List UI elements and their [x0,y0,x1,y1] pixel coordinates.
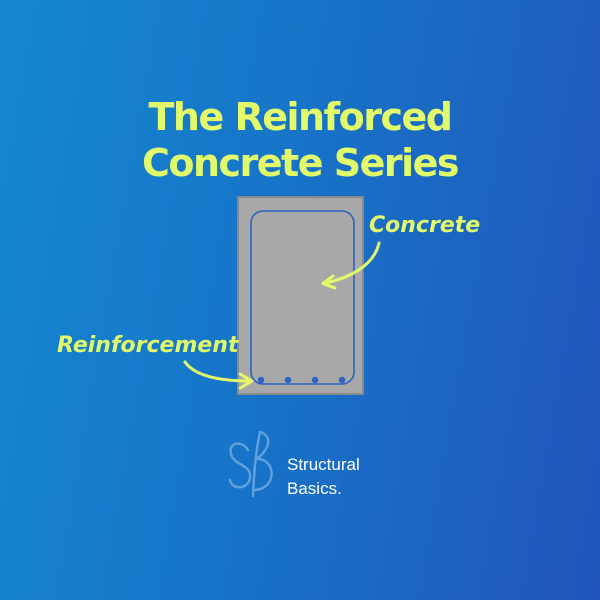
rebar-group [257,376,346,384]
reinforcement-pointer-arrow [183,360,254,390]
title-line-2: Concrete Series [141,141,460,185]
rebar-bar [338,376,346,384]
brand-line-2: Basics. [287,479,342,498]
concrete-label: Concrete [369,213,481,238]
title-line-1: The Reinforced [148,95,453,139]
sb-logo-icon [228,430,273,498]
rebar-bar [311,376,319,384]
series-title: The Reinforced Concrete Series [0,94,600,186]
reinforcement-label: Reinforcement [57,333,239,358]
brand-name: Structural Basics. [287,453,360,501]
concrete-pointer-arrow [321,241,381,290]
concrete-section [237,196,364,395]
stirrup [250,210,355,385]
rebar-bar [284,376,292,384]
rebar-bar [257,376,265,384]
brand-line-1: Structural [287,455,360,474]
